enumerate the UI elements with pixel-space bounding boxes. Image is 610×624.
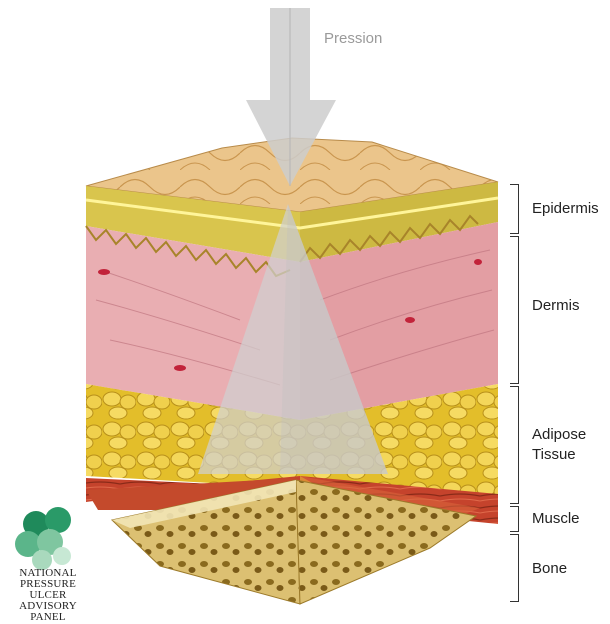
npuap-logo-mark <box>15 507 71 570</box>
adipose-bracket <box>510 386 519 504</box>
epidermis-label: Epidermis <box>532 200 599 218</box>
muscle-label: Muscle <box>532 510 580 528</box>
bone-label: Bone <box>532 560 567 578</box>
logo-line-panel: PANEL <box>16 612 80 623</box>
muscle-bracket <box>510 506 519 532</box>
epidermis-bracket <box>510 184 519 234</box>
dermis-label: Dermis <box>532 297 580 315</box>
pressure-label: Pression <box>324 30 382 47</box>
adipose-label-line1: Adipose <box>532 426 586 444</box>
dermis-bracket <box>510 236 519 384</box>
bone-bracket <box>510 534 519 602</box>
adipose-label-line2: Tissue <box>532 446 576 464</box>
